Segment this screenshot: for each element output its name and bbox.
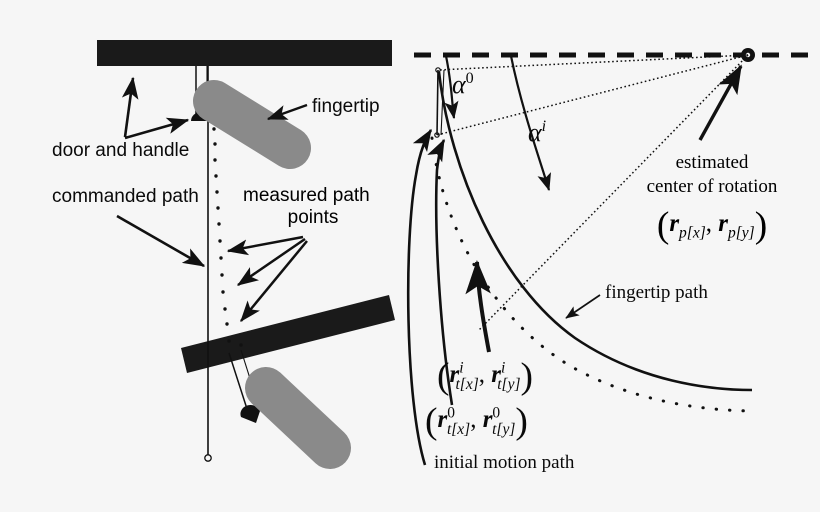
leader-tip-i [465,260,491,353]
label-commanded-path: commanded path [52,186,199,207]
door-leaf-open-edge1 [228,352,249,413]
measured-path-points [212,127,243,347]
label-initial-motion-path: initial motion path [434,452,575,473]
pivot-sub-y: p[y] [727,224,755,242]
tip-zero-paren-close: ) [515,401,528,442]
leader-fingertip-path [565,294,601,319]
alpha-zero-superscript: 0 [465,70,474,88]
tip-zero-r-y: r [482,406,493,433]
tip-i-sup-y: i [500,359,506,377]
radius-line-initial [437,54,749,71]
leader-door-handle [124,117,190,140]
label-door-and-handle: door and handle [52,140,190,161]
tip-i-sup-x: i [459,359,464,377]
label-measured-path-points: measured path points [243,185,383,229]
alpha-zero-symbol: α [452,70,466,99]
commanded-path-endpoint [204,454,212,462]
start-point-bottom [434,132,440,138]
leader-door-frame [121,76,139,138]
start-marker-edge1 [436,69,439,136]
alpha-i-symbol: α [528,118,542,147]
tip-i-r-x: r [449,361,460,388]
label-tip-i-coordinates: (rit[x], rit[y]) [437,355,533,398]
tip-zero-comma: , [470,406,483,433]
leader-estimated-center [698,64,743,141]
label-estimated-line1: estimated [675,152,749,173]
label-estimated-center-block: estimated center of rotation (rp[x], rp[… [612,152,812,247]
leader-commanded-path [116,214,206,268]
tip-i-r-y: r [491,361,501,388]
label-pivot-coordinates: (rp[x], rp[y]) [612,204,812,247]
pivot-paren-close: ) [754,205,768,246]
pivot-r-y: r [718,210,728,237]
tip-zero-r-x: r [437,406,448,433]
leader-measured-point-1 [226,235,304,256]
leader-measured-point-2 [236,237,306,287]
radius-line-i [436,54,749,136]
tip-i-comma: , [478,361,492,388]
tip-zero-sub-x: t[x] [446,420,471,438]
tip-zero-sup-x: 0 [447,404,455,422]
pivot-comma: , [705,210,719,237]
label-tip-zero-coordinates: (r0t[x], r0t[y]) [425,400,528,443]
fingertip-path-curve [437,71,753,392]
tip-i-paren-close: ) [520,356,534,397]
pivot-sub-x: p[x] [679,224,706,242]
leader-fingertip [266,103,308,121]
pivot-r-x: r [669,210,680,237]
tip-zero-sup-y: 0 [492,404,501,422]
label-fingertip-path: fingertip path [605,282,708,303]
radius-line-current [478,54,749,331]
fingertip-capsule-closed [193,80,311,169]
angle-arc-alpha-i [509,55,552,192]
tip-i-paren-open: ( [437,356,450,397]
door-frame-closed [97,40,392,66]
alpha-i-superscript: i [541,118,547,136]
label-estimated-line2: center of rotation [646,176,778,197]
label-fingertip: fingertip [312,96,380,117]
label-measured-path-line2: points [287,207,339,228]
tip-zero-paren-open: ( [425,401,438,442]
leader-measured-point-3 [240,240,308,322]
tip-zero-sub-y: t[y] [492,420,516,438]
leader-tip-zero [427,138,454,406]
door-frame-open [181,295,395,373]
leader-initial-motion-path [406,128,433,466]
label-alpha-i: αi [528,118,546,148]
tip-i-sub-y: t[y] [497,375,521,393]
label-alpha-zero: α0 [452,70,474,100]
angle-arc-alpha-zero [444,55,459,120]
label-measured-path-line1: measured path [243,185,370,206]
pivot-paren-open: ( [656,205,670,246]
measured-path-curve-dotted [430,136,758,413]
tip-i-sub-x: t[x] [455,375,479,393]
door-handle-open [240,404,260,423]
fingertip-capsule-open [245,367,351,469]
